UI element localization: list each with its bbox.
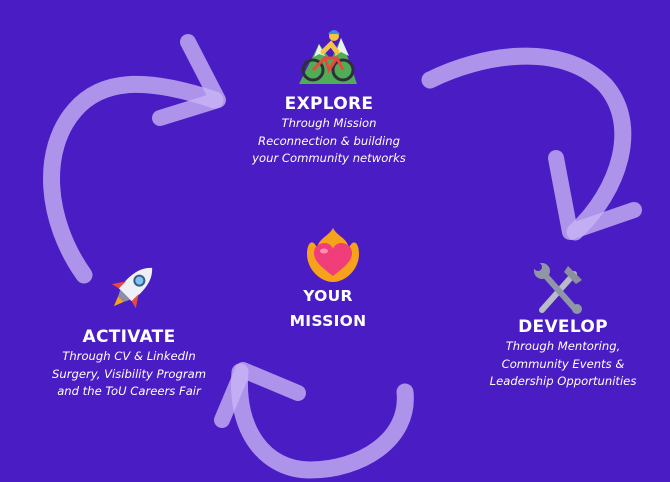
center-title-line: YOUR: [303, 287, 353, 305]
explore-desc-line: Through Mission: [281, 116, 377, 130]
activate-desc-line: Through CV & LinkedIn: [62, 349, 196, 363]
activate-node: ACTIVATE Through CV & LinkedIn Surgery, …: [40, 326, 218, 401]
develop-desc-line: Community Events &: [501, 356, 625, 371]
activate-desc-line: Surgery, Visibility Program: [52, 366, 206, 381]
arrow-head-activate: [214, 362, 306, 428]
explore-node: EXPLORE Through Mission Reconnection & b…: [224, 93, 434, 168]
arrow-head-explore: [152, 34, 226, 126]
arrow-explore-to-develop: [421, 47, 632, 241]
arrow-activate-to-explore: [43, 75, 224, 284]
explore-title: EXPLORE: [284, 94, 374, 114]
develop-desc-line: Leadership Opportunities: [489, 374, 637, 388]
activate-desc-line: and the ToU Careers Fair: [57, 384, 201, 398]
center-title-line: MISSION: [289, 312, 367, 330]
develop-node: DEVELOP Through Mentoring, Community Eve…: [478, 316, 648, 391]
arrow-develop-to-activate: [230, 363, 414, 479]
explore-desc-line: your Community networks: [252, 151, 406, 165]
rocket-icon: [111, 267, 153, 309]
develop-title: DEVELOP: [518, 317, 608, 337]
develop-desc-line: Through Mentoring,: [505, 339, 621, 353]
explore-description: Through Mission Reconnection & building …: [224, 115, 434, 168]
develop-description: Through Mentoring, Community Events & Le…: [478, 338, 648, 391]
activate-description: Through CV & LinkedIn Surgery, Visibilit…: [40, 348, 218, 401]
hammer-and-wrench-icon: [534, 263, 582, 314]
mountain-biker-icon: [299, 30, 357, 84]
arrow-head-develop: [548, 150, 642, 240]
heart-on-fire-icon: [307, 228, 359, 282]
explore-desc-line: Reconnection & building: [258, 133, 400, 148]
activate-title: ACTIVATE: [82, 327, 176, 347]
center-title: YOUR MISSION: [283, 284, 373, 334]
